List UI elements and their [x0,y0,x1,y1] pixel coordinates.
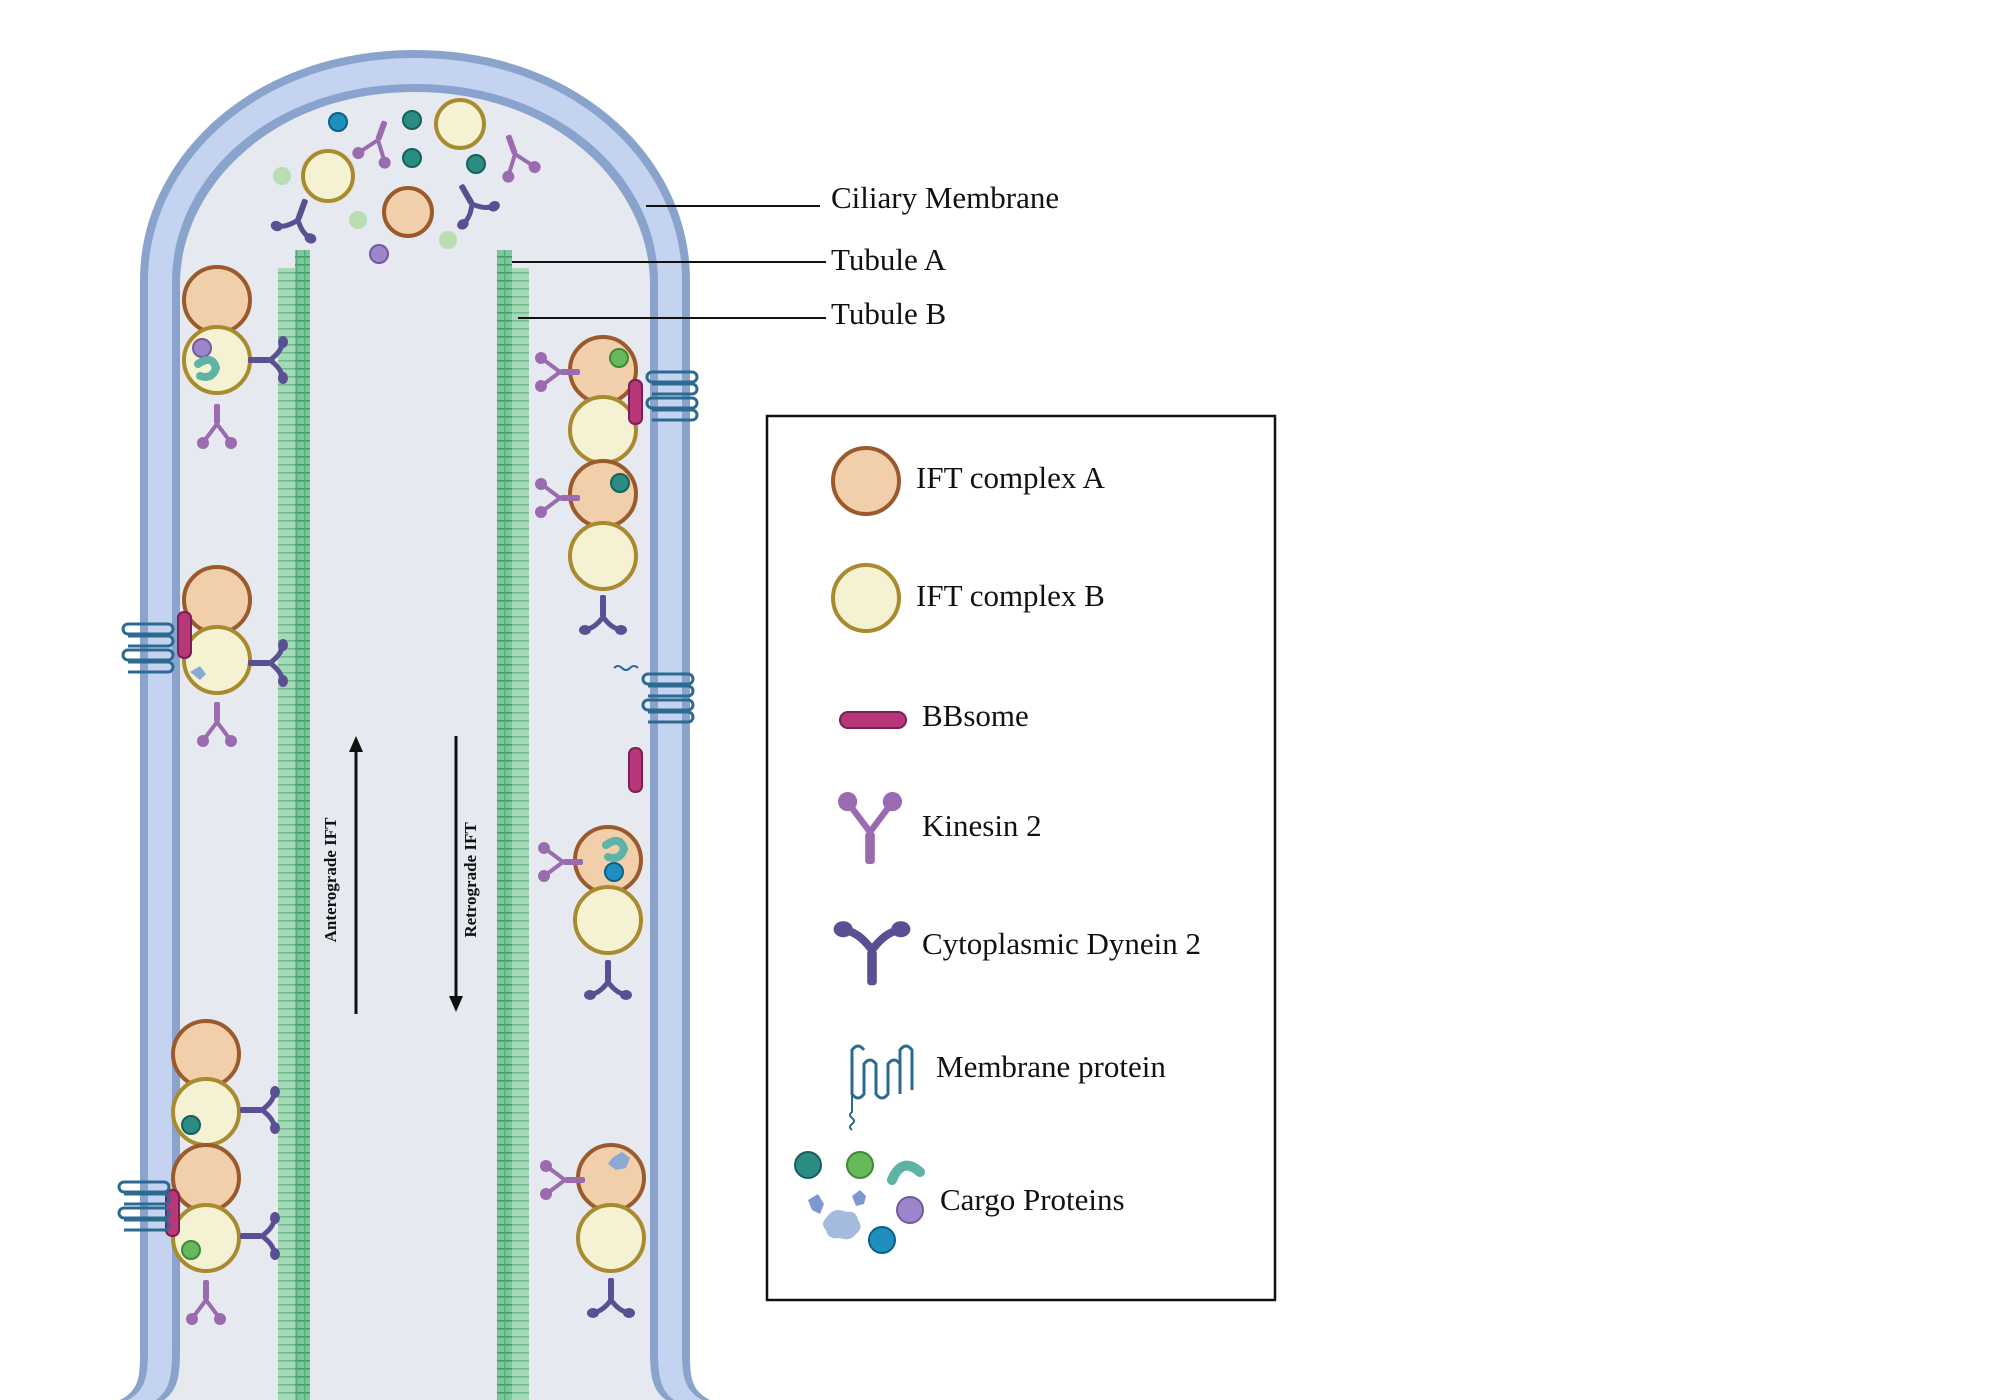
legend-ift-a: IFT complex A [831,446,1105,516]
ift-train-right-2 [536,825,643,1000]
retrograde-arrow: Retrograde IFT [449,736,480,1012]
ift-train-right-3 [538,1143,646,1318]
anterograde-arrow: Anterograde IFT [321,736,363,1014]
membrane-protein-right [613,665,695,793]
legend-membrane-protein-label: Membrane protein [936,1049,1166,1084]
ift-train-left-2 [121,565,288,749]
ift-train-left-1 [182,265,288,451]
legend-dynein: Cytoplasmic Dynein 2 [834,921,1201,985]
retrograde-label: Retrograde IFT [461,822,480,938]
ift-train-right-1 [533,335,699,635]
legend-ift-b-label: IFT complex B [916,578,1105,613]
legend-membrane-protein: Membrane protein [849,1044,1166,1131]
legend-cargo-label: Cargo Proteins [940,1182,1125,1217]
legend-ift-b: IFT complex B [831,563,1105,633]
legend-cargo: Cargo Proteins [794,1151,1125,1254]
tubule-right [497,250,529,1400]
legend-kinesin-label: Kinesin 2 [922,808,1042,843]
anterograde-label: Anterograde IFT [321,817,340,942]
ciliary-membrane-label: Ciliary Membrane [831,180,1059,215]
legend-bbsome: BBsome [839,698,1029,733]
legend: IFT complex A IFT complex B BBsome Kines… [765,414,1277,1302]
tubule-a-label: Tubule A [831,242,947,277]
tubule-left [278,250,310,1400]
tubule-b-label: Tubule B [831,296,946,331]
legend-bbsome-label: BBsome [922,698,1029,733]
tip-cargo [269,98,545,264]
legend-dynein-label: Cytoplasmic Dynein 2 [922,926,1201,961]
ift-train-left-3 [117,1019,280,1327]
legend-kinesin: Kinesin 2 [838,792,1042,864]
legend-ift-a-label: IFT complex A [916,460,1105,495]
